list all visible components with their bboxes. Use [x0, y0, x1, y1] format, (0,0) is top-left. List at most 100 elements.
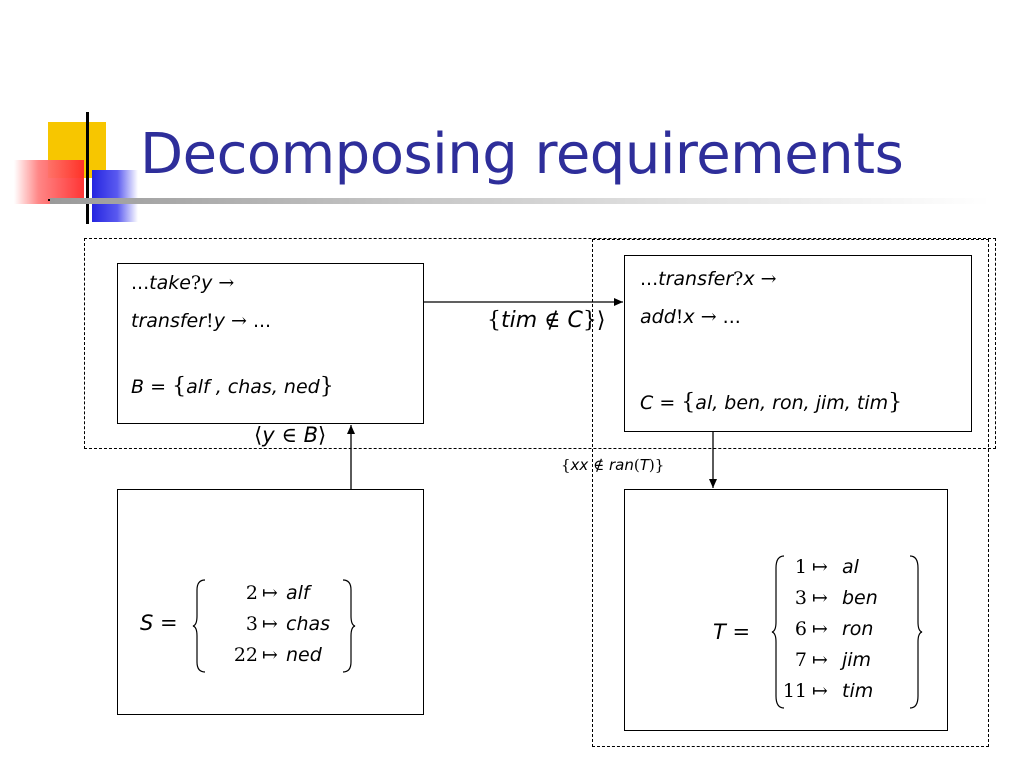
mapping-key: 3	[794, 587, 807, 609]
box-c-line-2: add!x → ...	[640, 306, 741, 328]
range-function: ran	[608, 456, 634, 474]
channel-arg: x	[743, 268, 755, 290]
mapping-value: al	[842, 556, 859, 578]
mapping-row: 3 ↦ ben	[787, 585, 917, 616]
schema-box-s: S = 2 ↦ alf 3 ↦ chas 22 ↦ ned	[117, 489, 424, 715]
maps-to-symbol: ↦	[262, 582, 278, 604]
mapping-key: 3	[245, 613, 258, 635]
box-b-line-1: ...take?y →	[131, 272, 234, 294]
member-symbol: ∈	[281, 423, 297, 447]
mapping-value: alf	[286, 582, 310, 604]
prefix-arrow: →	[218, 272, 235, 294]
mapping-key: 7	[794, 649, 807, 671]
set-name: B	[303, 423, 318, 447]
prefix-arrow: →	[700, 306, 717, 328]
open-brace: {	[487, 308, 501, 333]
open-angle: ⟨	[254, 423, 263, 447]
set-name: C	[640, 392, 654, 414]
equals-sign: =	[732, 620, 751, 644]
element: xx	[570, 456, 589, 474]
equals-sign: =	[659, 392, 676, 414]
mapping-value: ron	[842, 618, 874, 640]
mapping-row: 7 ↦ jim	[787, 647, 917, 678]
mapping-row: 1 ↦ al	[787, 554, 917, 585]
equals-sign: =	[150, 376, 167, 398]
channel-arg: y	[201, 272, 213, 294]
close-paren: )	[648, 456, 655, 474]
ellipsis: ...	[640, 268, 659, 290]
ellipsis: ...	[722, 306, 741, 328]
output-operator: !	[675, 306, 684, 328]
ellipsis: ...	[252, 310, 272, 332]
open-brace: {	[561, 456, 571, 474]
maps-to-symbol: ↦	[812, 680, 828, 702]
open-brace: {	[681, 390, 696, 415]
box-t-left-brace	[771, 555, 785, 709]
channel-arg: x	[683, 306, 695, 328]
mapping-key: 6	[794, 618, 807, 640]
maps-to-symbol: ↦	[812, 618, 828, 640]
prefix-arrow: →	[230, 310, 247, 332]
channel-name: transfer	[131, 310, 207, 332]
logo-vertical-line	[86, 112, 89, 224]
mapping-row: 2 ↦ alf	[210, 580, 342, 611]
channel-name: transfer	[658, 268, 734, 290]
logo-blue-square	[92, 170, 138, 222]
set-name: B	[131, 376, 145, 398]
channel-name: add	[640, 306, 676, 328]
input-operator: ?	[190, 272, 202, 294]
set-name: T	[639, 456, 649, 474]
set-name: C	[567, 308, 583, 333]
mapping-value: chas	[286, 613, 331, 635]
channel-name: take	[149, 272, 191, 294]
box-t-rows: 1 ↦ al 3 ↦ ben 6 ↦ ron 7 ↦ jim 11 ↦ tim	[783, 554, 917, 709]
box-b-line-2: transfer!y → ...	[131, 310, 271, 332]
constraint-s-to-b: ⟨y ∈ B⟩	[254, 423, 326, 447]
output-operator: !	[206, 310, 214, 332]
maps-to-symbol: ↦	[262, 613, 278, 635]
right-dashed-frame	[592, 239, 989, 747]
not-member-symbol: ∉	[593, 456, 605, 474]
maps-to-symbol: ↦	[262, 644, 278, 666]
open-brace: {	[172, 374, 187, 399]
mapping-key: 22	[233, 644, 258, 666]
box-t-name: T =	[713, 620, 750, 644]
mapping-value: ned	[286, 644, 322, 666]
box-s-name: S =	[140, 611, 178, 635]
mapping-key: 11	[782, 680, 807, 702]
maps-to-symbol: ↦	[812, 649, 828, 671]
close-brace: }	[888, 390, 903, 415]
box-s-left-brace	[192, 579, 206, 673]
top-dashed-frame	[84, 238, 996, 449]
schema-box-t: T = 1 ↦ al 3 ↦ ben 6 ↦ ron 7 ↦ jim 11 ↦ …	[624, 489, 948, 731]
function-name: T	[713, 620, 726, 644]
mapping-value: ben	[842, 587, 878, 609]
box-c-set: C = {al, ben, ron, jim, tim}	[640, 390, 902, 415]
constraint-c-to-t: {xx ∉ ran(T)}	[561, 456, 664, 474]
schema-box-c: ...transfer?x → add!x → ... C = {al, ben…	[624, 255, 972, 432]
close-brace: }⟩	[582, 308, 606, 333]
mapping-row: 3 ↦ chas	[210, 611, 342, 642]
box-s-right-brace	[342, 579, 356, 673]
mapping-value: tim	[842, 680, 874, 702]
close-brace: }	[654, 456, 665, 474]
mapping-row: 11 ↦ tim	[783, 678, 917, 709]
equals-sign: =	[160, 611, 178, 635]
element: tim	[501, 308, 538, 333]
close-brace: }	[319, 374, 334, 399]
ellipsis: ...	[131, 272, 150, 294]
mapping-key: 2	[245, 582, 258, 604]
logo-red-square	[14, 160, 84, 204]
element: y	[262, 423, 275, 447]
open-paren: (	[633, 456, 640, 474]
box-t-right-brace	[909, 555, 923, 709]
box-c-line-1: ...transfer?x →	[640, 268, 777, 290]
function-name: S	[140, 611, 154, 635]
maps-to-symbol: ↦	[812, 587, 828, 609]
page-title: Decomposing requirements	[140, 122, 904, 187]
box-b-set: B = {alf , chas, ned}	[131, 374, 334, 399]
close-angle: ⟩	[317, 423, 327, 447]
channel-arg: y	[213, 310, 225, 332]
mapping-value: jim	[842, 649, 872, 671]
